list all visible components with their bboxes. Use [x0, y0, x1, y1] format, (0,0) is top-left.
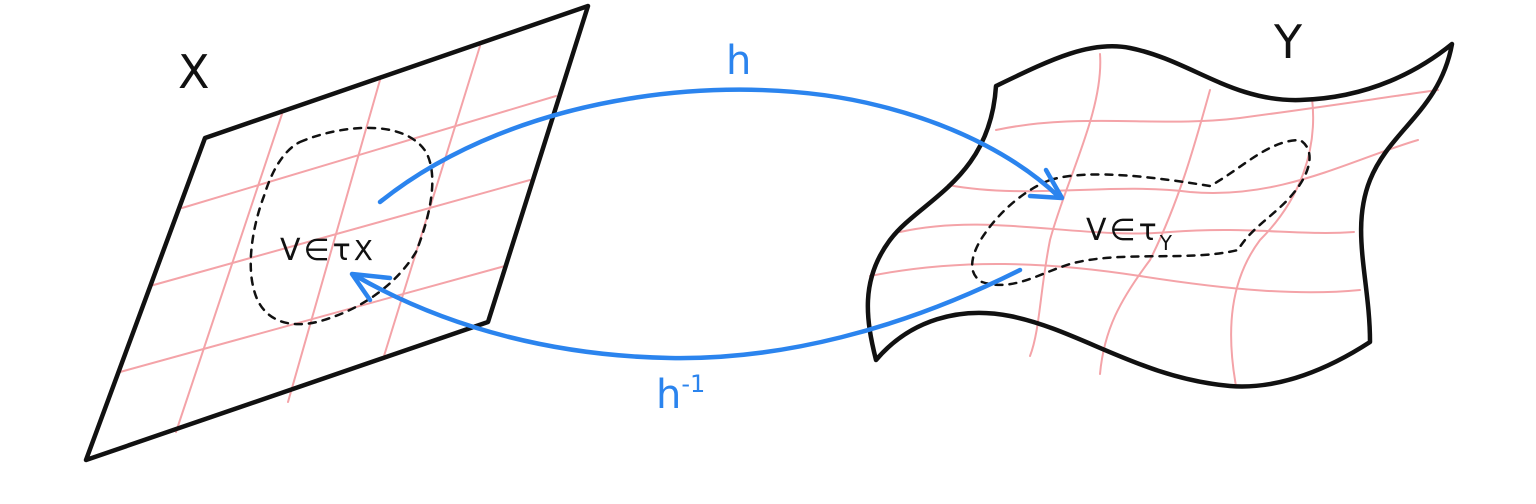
y-grid-v3 — [1230, 97, 1315, 387]
x-grid-v1 — [175, 113, 283, 433]
arrow-h-inverse-curve — [353, 267, 1023, 361]
set-boundary-x — [249, 126, 434, 326]
arrow-h-inverse-head — [349, 271, 393, 303]
y-grid-v1 — [1029, 53, 1102, 357]
space-x-outline — [83, 3, 591, 463]
space-y-outline — [865, 41, 1455, 389]
set-boundary-y — [971, 138, 1311, 287]
arrow-h-curve — [377, 87, 1061, 205]
x-grid-h1 — [181, 95, 557, 209]
map-h-inverse-base: h — [656, 372, 681, 418]
space-y-label: Y — [1273, 15, 1303, 69]
set-label-y-main: V∈τ — [1086, 213, 1160, 248]
space-y-grid — [869, 53, 1439, 387]
space-y: Y V∈τY — [865, 15, 1455, 389]
map-h-inverse: h-1 — [349, 267, 1023, 418]
x-grid-v3 — [383, 45, 481, 357]
y-grid-h4 — [869, 262, 1361, 294]
arrow-h-head — [1027, 167, 1065, 201]
set-label-x: V∈τX — [280, 233, 376, 268]
map-h: h — [377, 38, 1065, 205]
space-x-grid — [119, 45, 557, 433]
set-label-x-sub: X — [354, 234, 376, 267]
y-grid-v2 — [1099, 89, 1211, 375]
y-grid-h2 — [947, 139, 1419, 194]
y-grid-h1 — [995, 89, 1439, 131]
set-label-y-sub: Y — [1159, 231, 1175, 255]
set-label-x-main: V∈τ — [280, 233, 354, 268]
map-h-inverse-label: h-1 — [656, 370, 705, 418]
space-x: X V∈τX — [83, 3, 591, 463]
space-x-label: X — [178, 45, 210, 99]
map-h-label: h — [726, 38, 751, 84]
x-grid-h2 — [149, 179, 531, 287]
set-label-y: V∈τY — [1086, 213, 1175, 255]
map-h-inverse-sup: -1 — [681, 370, 705, 398]
x-grid-v2 — [287, 79, 381, 403]
